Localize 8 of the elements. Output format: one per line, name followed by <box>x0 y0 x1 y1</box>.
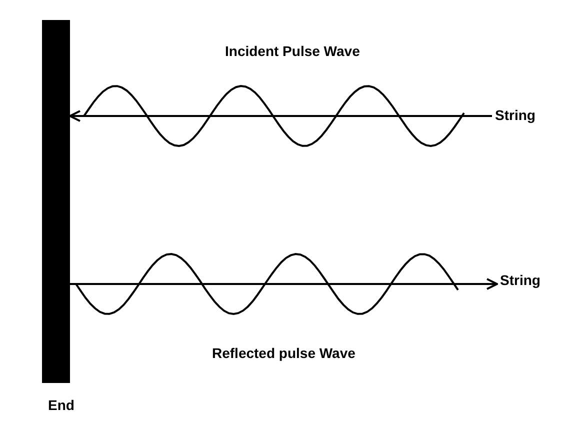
end-label: End <box>48 397 74 413</box>
wave-title: Reflected pulse Wave <box>212 345 356 361</box>
wall-bar <box>42 20 70 383</box>
string-label: String <box>495 107 555 125</box>
string-arrow <box>70 278 498 290</box>
string-arrow <box>69 110 492 122</box>
string-label: String <box>500 272 560 290</box>
wave-title: Incident Pulse Wave <box>225 43 360 59</box>
